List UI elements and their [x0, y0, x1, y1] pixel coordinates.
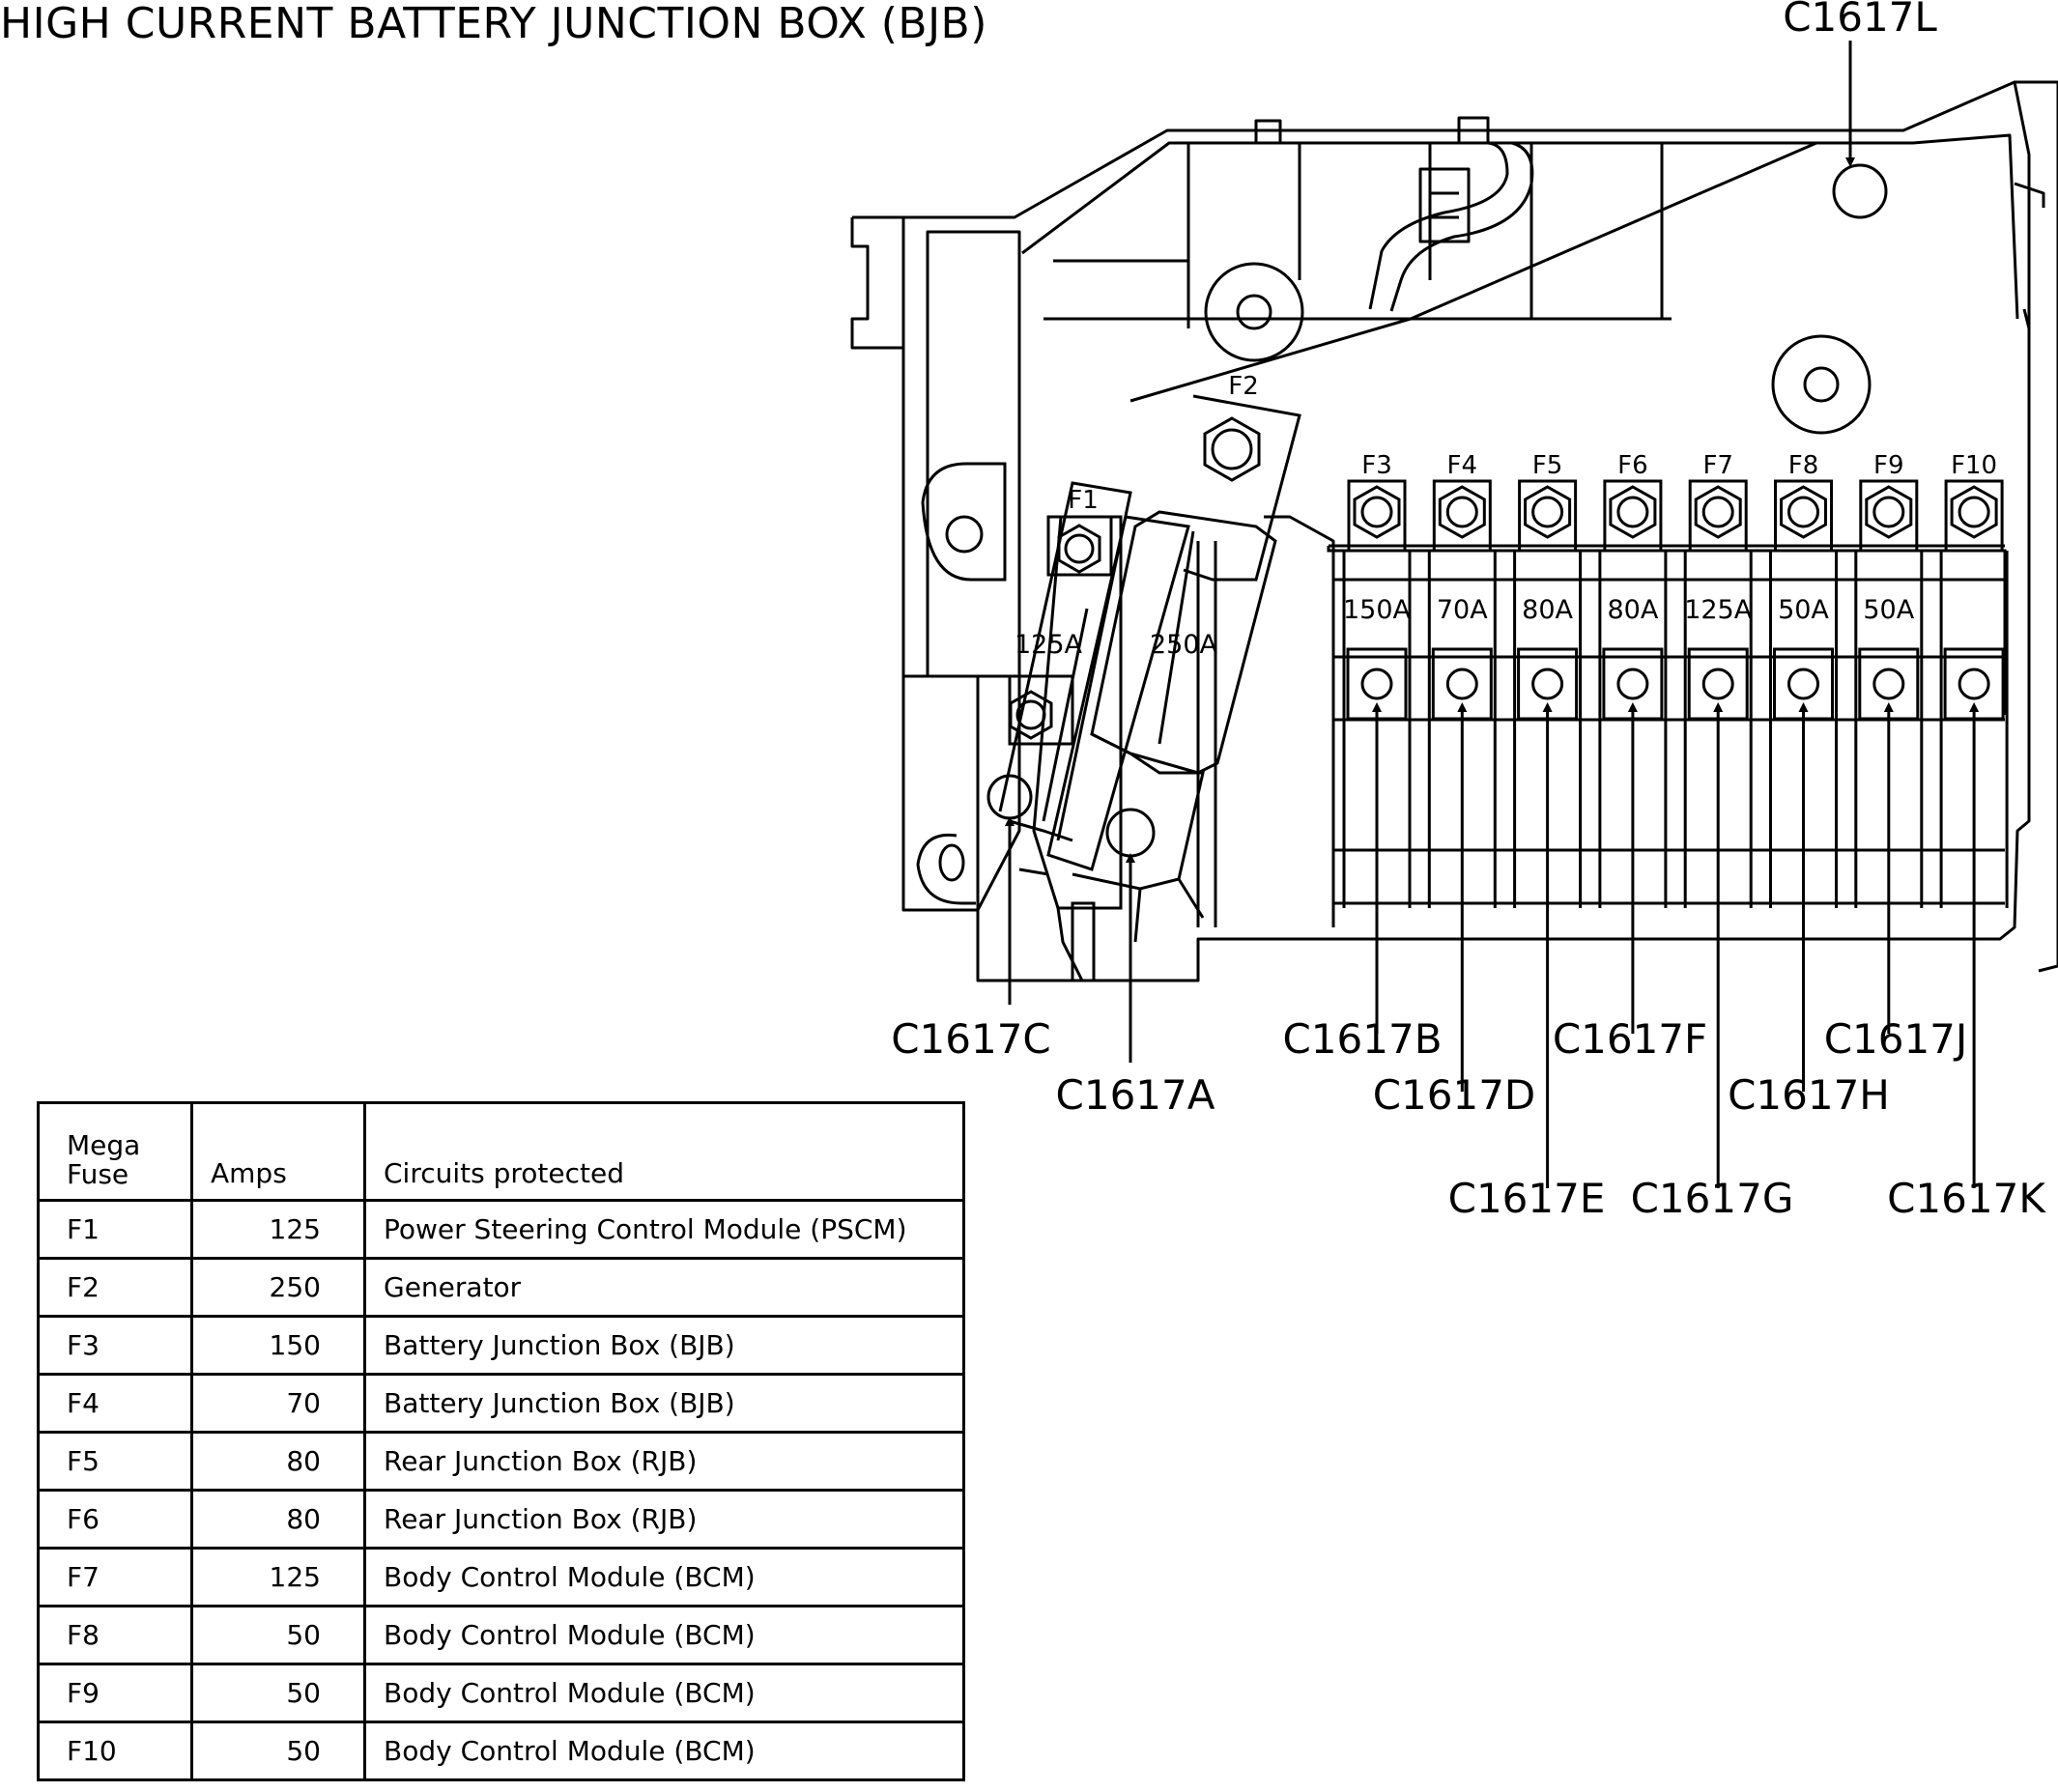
fuse-rating-f5: 80A: [1522, 595, 1573, 625]
connector-label-c1617j: C1617J: [1824, 1015, 1968, 1063]
connector-label-c1617a: C1617A: [1056, 1071, 1215, 1119]
fuse-rating-f3: 150A: [1343, 595, 1412, 625]
circuit-cell: Battery Junction Box (BJB): [363, 1315, 965, 1376]
fuse-label-f9: F9: [1873, 451, 1904, 480]
amps-cell: 250: [190, 1257, 366, 1318]
mega-fuses-f1-f2: [998, 394, 1301, 982]
fuse-cell: F3: [37, 1315, 193, 1376]
fuse-cell: F8: [37, 1605, 193, 1665]
circuit-cell: Generator: [363, 1257, 965, 1318]
circuit-cell: Body Control Module (BCM): [363, 1547, 965, 1607]
fuse-slot-f10: [1939, 479, 2009, 908]
fuse-cell: F9: [37, 1663, 193, 1723]
fuse-cell: F7: [37, 1547, 193, 1607]
fuse-label-f5: F5: [1532, 451, 1563, 480]
connector-label-c1617f: C1617F: [1553, 1015, 1707, 1063]
circuit-cell: Body Control Module (BCM): [363, 1663, 965, 1723]
fuse-cell: F10: [37, 1721, 193, 1781]
fuse-cell: F6: [37, 1489, 193, 1550]
amps-cell: 125: [190, 1547, 366, 1607]
fuse-rating-f8: 50A: [1778, 595, 1829, 625]
fuse-label-f10: F10: [1951, 451, 1997, 480]
fuse-rating-f6: 80A: [1607, 595, 1658, 625]
header-fuse: Fuse: [67, 1158, 129, 1190]
circuit-cell: Rear Junction Box (RJB): [363, 1489, 965, 1550]
connector-label-c1617h: C1617H: [1728, 1071, 1890, 1119]
mounting-holes: [916, 163, 1888, 905]
header-amps: Amps: [190, 1101, 366, 1202]
housing-outline: [850, 80, 2058, 982]
connector-label-c1617g: C1617G: [1631, 1175, 1794, 1222]
circuit-cell: Body Control Module (BCM): [363, 1605, 965, 1665]
fuse-label-f1: F1: [1068, 486, 1099, 515]
fuse-label-f6: F6: [1617, 451, 1648, 480]
amps-cell: 80: [190, 1489, 366, 1550]
strip-callouts: [1372, 702, 1980, 1188]
fuse-rating-f4: 70A: [1437, 595, 1488, 625]
connector-label-c1617d: C1617D: [1373, 1071, 1536, 1119]
fuse-slot-f8: [1769, 479, 1838, 908]
connector-callouts: [1005, 41, 1855, 1063]
fuse-cell: F4: [37, 1373, 193, 1434]
fuse-slot-f7: [1683, 479, 1753, 908]
amps-cell: 80: [190, 1431, 366, 1492]
fuse-rating-f1: 125A: [1015, 630, 1083, 660]
fuse-rating-f7: 125A: [1684, 595, 1753, 625]
circuit-cell: Battery Junction Box (BJB): [363, 1373, 965, 1434]
fuse-label-f7: F7: [1702, 451, 1733, 480]
circuit-cell: Power Steering Control Module (PSCM): [363, 1199, 965, 1260]
circuit-cell: Body Control Module (BCM): [363, 1721, 965, 1781]
connector-label-c1617e: C1617E: [1448, 1175, 1606, 1222]
fuse-rating-f2: 250A: [1150, 630, 1218, 660]
fuse-label-f2: F2: [1228, 372, 1259, 401]
terminal-c1617a: [1105, 808, 1156, 858]
fuse-slot-f5: [1513, 479, 1583, 908]
fuse-cell: F1: [37, 1199, 193, 1260]
circuit-cell: Rear Junction Box (RJB): [363, 1431, 965, 1492]
amps-cell: 50: [190, 1721, 366, 1781]
fuse-strip: [1327, 479, 2009, 908]
fuse-rating-f9: 50A: [1863, 595, 1914, 625]
hex-bolts: [1009, 416, 1261, 740]
fuse-label-f4: F4: [1447, 451, 1478, 480]
page-title: HIGH CURRENT BATTERY JUNCTION BOX (BJB): [0, 0, 987, 48]
terminal-c1617c: [986, 774, 1033, 820]
fuse-cell: F5: [37, 1431, 193, 1492]
header-mega: Mega: [67, 1129, 141, 1161]
header-circuits: Circuits protected: [363, 1101, 965, 1202]
fuse-cell: F2: [37, 1257, 193, 1318]
amps-cell: 70: [190, 1373, 366, 1434]
fuse-label-f8: F8: [1788, 451, 1819, 480]
amps-cell: 50: [190, 1663, 366, 1723]
connector-label-c1617l: C1617L: [1783, 0, 1937, 41]
connector-label-c1617b: C1617B: [1282, 1015, 1442, 1063]
amps-cell: 50: [190, 1605, 366, 1665]
fuse-label-f3: F3: [1361, 451, 1392, 480]
connector-label-c1617k: C1617K: [1887, 1175, 2046, 1222]
connector-label-c1617c: C1617C: [891, 1015, 1051, 1063]
amps-cell: 150: [190, 1315, 366, 1376]
amps-cell: 125: [190, 1199, 366, 1260]
